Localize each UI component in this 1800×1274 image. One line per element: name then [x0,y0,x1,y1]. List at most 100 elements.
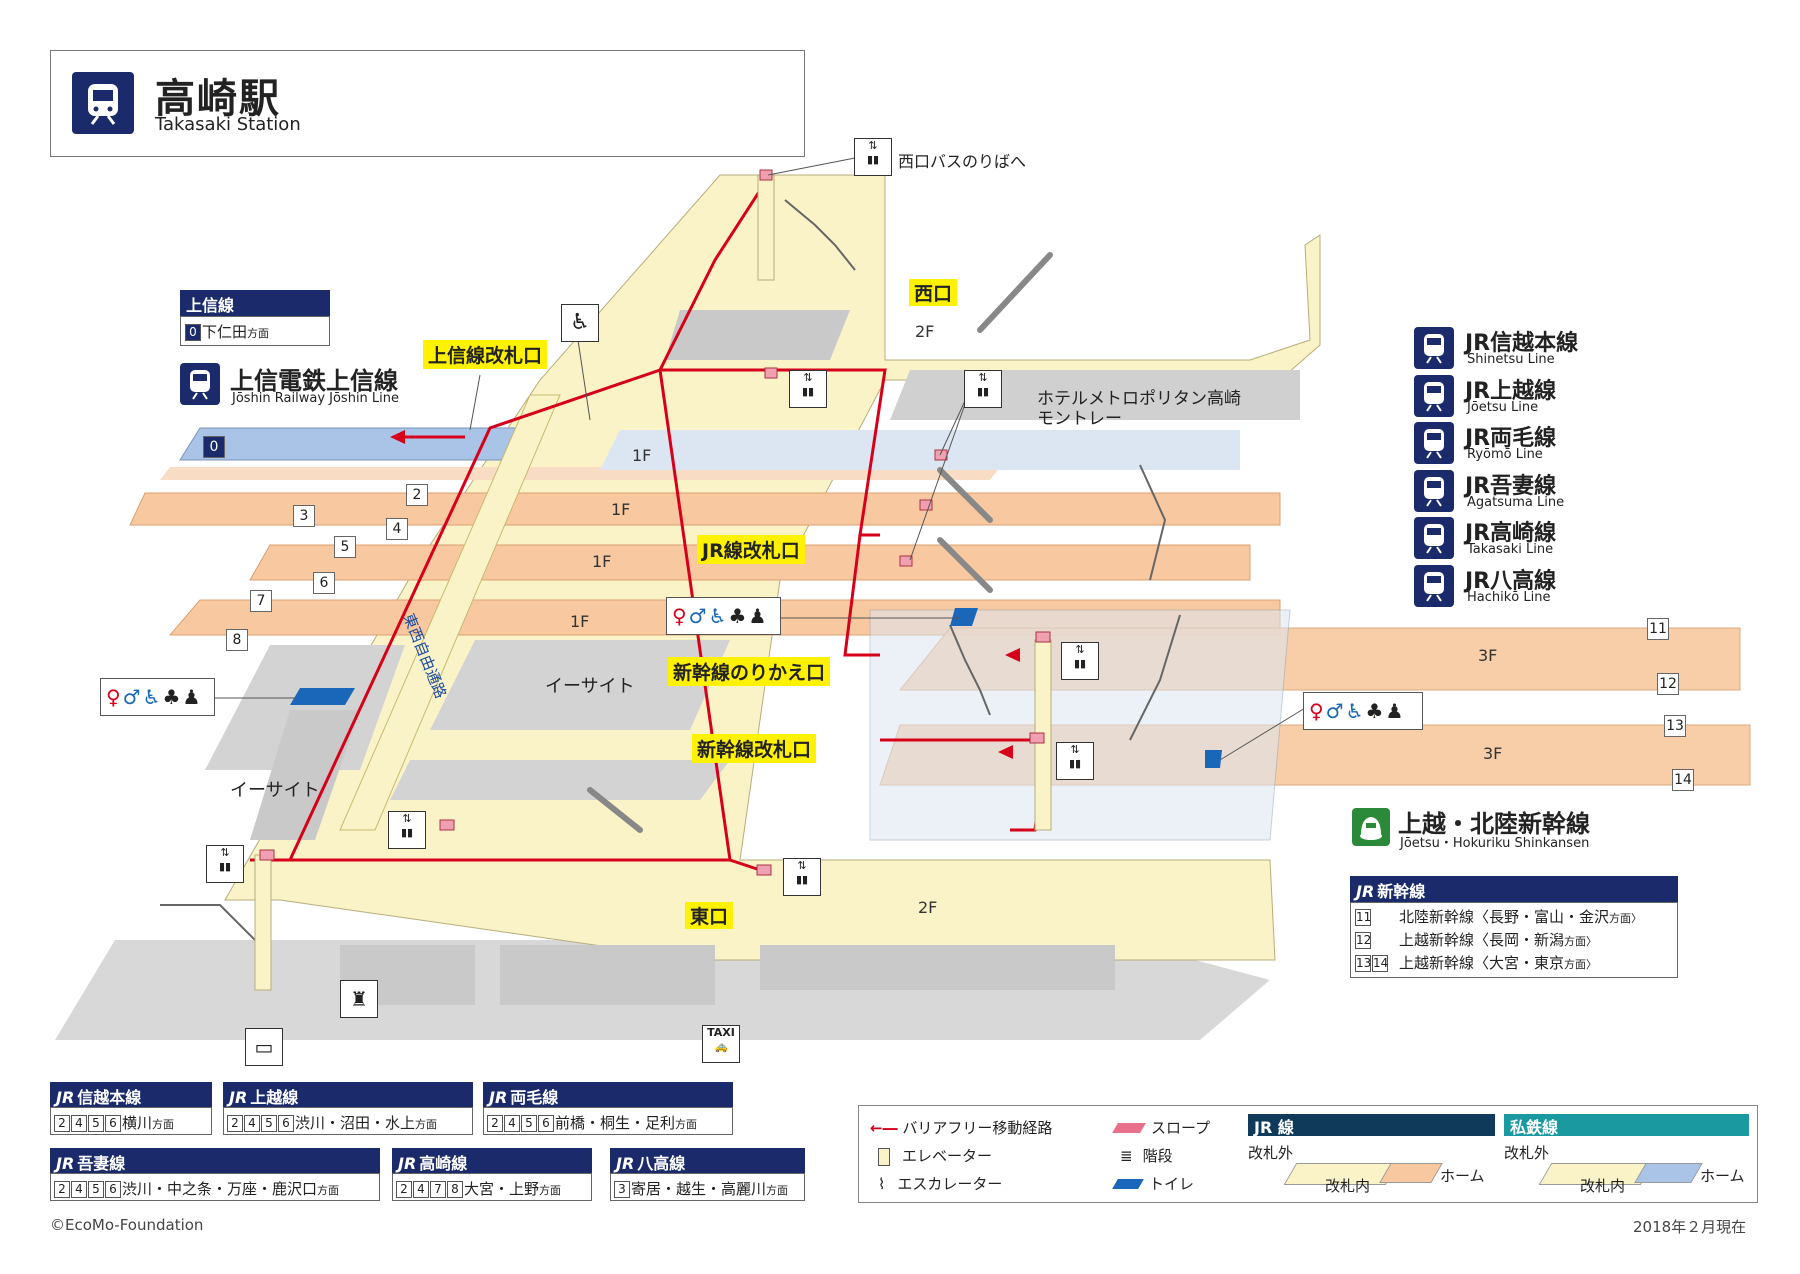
concourse-shop-1 [390,760,730,800]
toilet-legend-icon [1112,1179,1144,1189]
platform-number-chip: 5 [88,1115,104,1132]
platform-number-chip: 11 [1355,909,1372,926]
platform-4: 4 [386,518,408,540]
taxi-icon: TAXI🚕 [702,1025,740,1063]
joshin-platform-num: 0 [185,324,201,341]
destination-dir: 方面 [317,1184,340,1197]
legend-route: ←― バリアフリー移動経路 [870,1117,1052,1138]
toilet-marker-2 [950,608,978,626]
destination-text: 前橋・桐生・足利 [555,1114,676,1132]
destination-line-name: 上越線 [250,1088,299,1107]
platform-number-chip: 4 [413,1181,429,1198]
platform-number-chip: 12 [1355,932,1372,949]
elevator-icon: ⇅▮▮ [1061,642,1099,680]
female-icon: ♀ [106,685,121,709]
floor-1f-b: 1F [611,500,631,519]
platform-number-chip: 2 [54,1115,70,1132]
legend-elevator: エレベーター [878,1145,992,1166]
destination-text: 横川 [122,1114,153,1132]
train-icon [72,72,134,134]
station-name-jp: 高崎駅 [155,76,281,122]
ostomate-icon: ♟ [1385,699,1404,723]
female-icon: ♀ [1309,699,1324,723]
jr-line-name: JR上越線 [1465,378,1557,404]
platform-number-chip: 13 [1355,955,1372,972]
ostomate-icon: ♟ [182,685,201,709]
hotel-name-2: モントレー [1037,409,1122,429]
platform-number-chip: 2 [396,1181,412,1198]
joshin-box-head: 上信線 [180,290,330,316]
baby-icon: ♣ [1365,699,1384,723]
legend-route-label: バリアフリー移動経路 [902,1119,1053,1137]
platform-number-chip: 6 [538,1115,554,1132]
shinkansen-gate-label: 新幹線改札口 [692,734,817,763]
male-icon: ♂ [122,685,141,709]
legend-jr-home: ホーム [1440,1167,1485,1185]
east-basement-3 [760,945,1115,990]
floor-3f-b: 3F [1483,744,1503,763]
platform-14: 14 [1672,769,1694,791]
jr-line-train-icon [1414,517,1454,559]
toilet-info-1: ♀♂♿♣♟ [100,678,215,716]
shinkansen-row-dir: 方面〉 [1564,935,1598,948]
jr-line-en: Jōetsu Line [1467,399,1539,415]
elevator-icon: ⇅▮▮ [789,370,827,408]
legend-slope-label: スロープ [1151,1119,1211,1137]
esite-block-3 [250,710,360,840]
shinkansen-row-dest: 〈大宮・東京 [1474,954,1565,972]
free-corridor [339,394,561,831]
elevator-icon: ⇅▮▮ [854,138,892,176]
destination-line-name: 吾妻線 [77,1154,126,1173]
jr-logo: JR [229,1088,248,1107]
jr-line-name: JR八高線 [1465,568,1557,594]
stairs-legend-icon: ≣ [1120,1147,1133,1165]
legend-jr-inside: 改札内 [1325,1177,1371,1195]
elevator-icon: ⇅▮▮ [783,858,821,896]
jr-line-name: JR吾妻線 [1465,473,1557,499]
legend-toilet: トイレ [1112,1173,1194,1194]
wheelchair-icon: ♿ [708,604,727,628]
shinkansen-glass [869,609,1291,841]
legend-elevator-label: エレベーター [902,1147,993,1165]
platform-1f-blue [600,430,1240,470]
platform-13: 13 [1664,715,1686,737]
destination-dir: 方面 [539,1184,562,1197]
platform-number-chip: 5 [521,1115,537,1132]
toilet-info-2: ♀♂♿♣♟ [666,597,781,635]
station-name-en: Takasaki Station [155,114,301,135]
esite-block-1 [430,640,730,730]
platform-2: 2 [406,484,428,506]
jr-line-train-icon [1414,469,1454,512]
baby-icon: ♣ [728,604,747,628]
ostomate-icon: ♟ [748,604,767,628]
platform-0: 0 [203,436,225,458]
west-building [665,310,850,360]
legend-private-platform-swatch [1634,1163,1703,1183]
wheelchair-icon: ♿ [1345,699,1364,723]
esite-block-2 [205,645,405,770]
floor-2f-east: 2F [918,898,938,917]
shinkansen-row-dir: 方面〉 [1564,958,1598,971]
floor-2f-west: 2F [915,322,935,341]
route-arrow-left-3 [998,745,1013,759]
destination-dir: 方面 [415,1118,438,1131]
joshin-train-icon [180,363,220,405]
destination-dir: 方面 [675,1118,698,1131]
jr-gate-label: JR線改札口 [697,535,805,564]
barrier-free-route [250,177,1047,872]
slope-legend-icon [1112,1123,1146,1133]
baby-icon: ♣ [162,685,181,709]
jr-line-en: Ryōmō Line [1467,447,1543,462]
jr-line-train-icon [1414,374,1454,417]
jr-line-en: Hachikō Line [1467,589,1551,605]
shinkansen-row-line: 上越新幹線 [1399,931,1475,949]
